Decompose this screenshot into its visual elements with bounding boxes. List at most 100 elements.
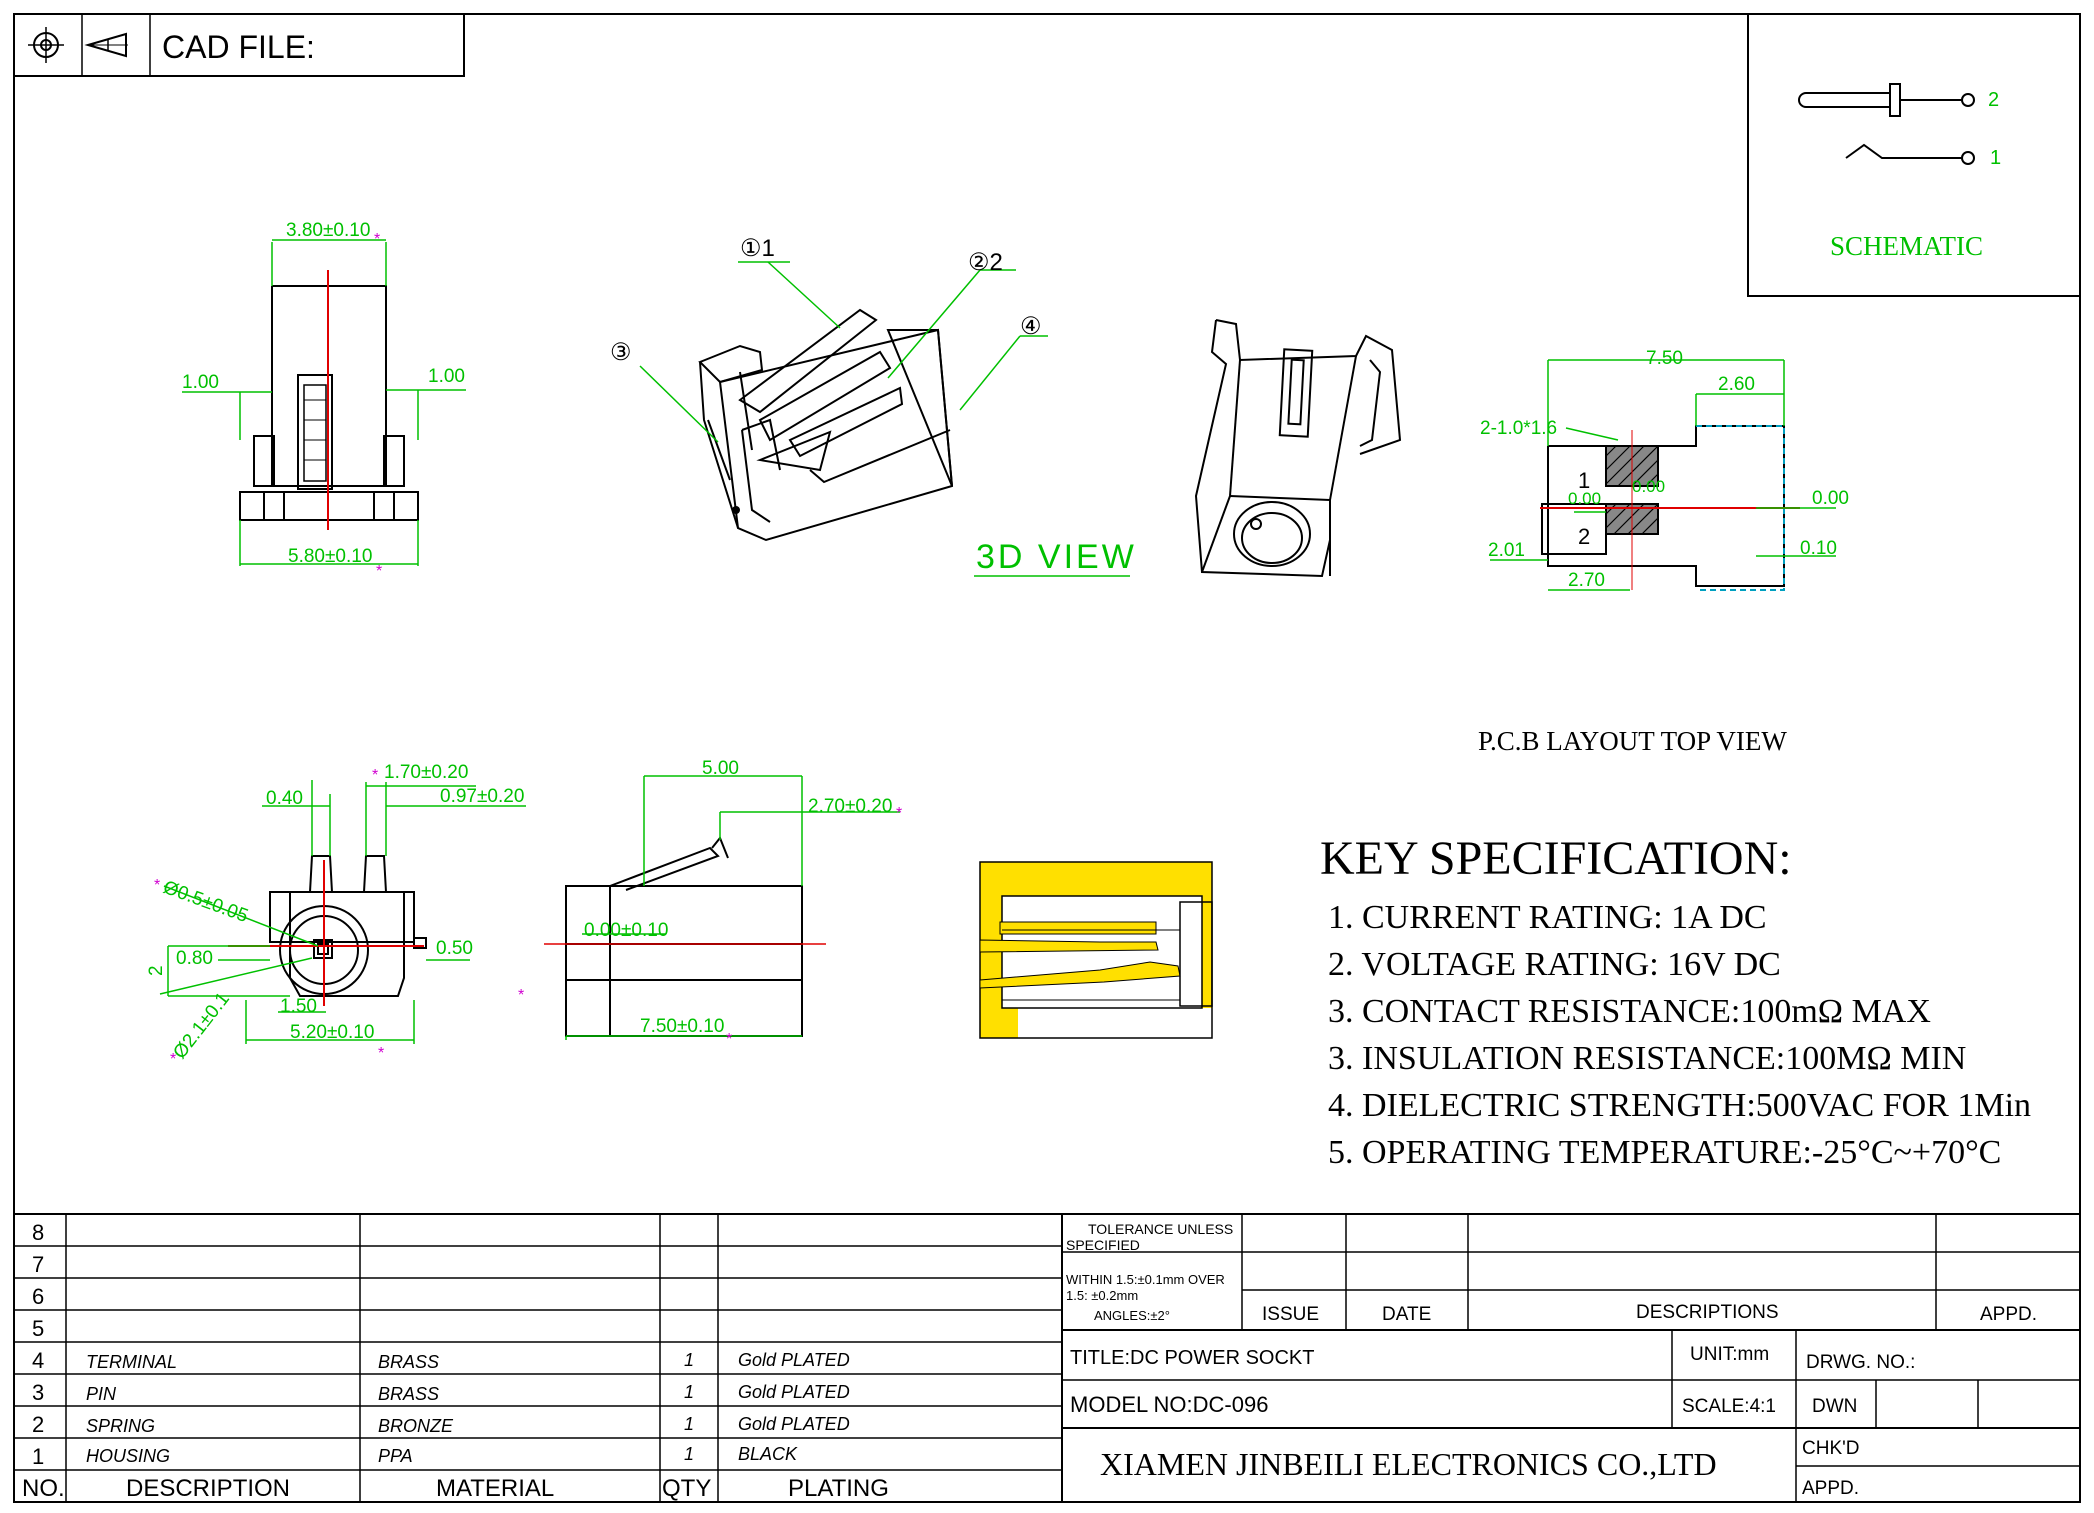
pcb-layout-title: P.C.B LAYOUT TOP VIEW [1478, 726, 1787, 756]
tolerance-line-5: ANGLES:±2° [1094, 1308, 1170, 1323]
marker: * [376, 563, 382, 580]
dim-side-750: 7.50±0.10 [640, 1016, 724, 1037]
pcb-layout: 7.50 2.60 2-1.0*1.6 1 2 0.00 0.00 0.00 2… [1478, 348, 1849, 756]
dim-end-040: 0.40 [266, 788, 303, 809]
marker: * [726, 1031, 732, 1048]
schematic-title: SCHEMATIC [1830, 231, 1983, 261]
tolerance-line-3: WITHIN 1.5:±0.1mm OVER [1066, 1272, 1225, 1287]
dim-pcb-origin-a: 0.00 [1632, 477, 1665, 496]
dim-front-left: 1.00 [182, 372, 219, 393]
schematic-symbol [1798, 83, 1975, 165]
dim-pcb-010: 0.10 [1800, 538, 1837, 559]
dim-front-base: 5.80±0.10 [288, 546, 372, 567]
bom-plating: BLACK [738, 1444, 798, 1464]
dim-end-phi21: Ø2.1±0.1 [169, 989, 234, 1063]
section-view [979, 861, 1213, 1039]
dim-pcb-length: 7.50 [1646, 348, 1683, 369]
dim-front-right: 1.00 [428, 366, 465, 387]
view-3d-label: 3D VIEW [976, 538, 1137, 576]
rev-date: DATE [1382, 1304, 1431, 1325]
marker: * [518, 987, 524, 1004]
schematic-pin-2: 2 [1988, 89, 1999, 111]
tolerance-line-4: 1.5: ±0.2mm [1066, 1288, 1138, 1303]
bom-description: HOUSING [86, 1446, 170, 1466]
dim-front-width: 3.80±0.10 [286, 220, 370, 241]
bom-no: 6 [32, 1284, 44, 1309]
end-view [269, 855, 427, 997]
dim-side-500: 5.00 [702, 758, 739, 779]
bom-no: 4 [32, 1348, 44, 1373]
rev-descriptions: DESCRIPTIONS [1636, 1302, 1779, 1323]
bom-rows: 8 7 6 5 4 3 2 1 [32, 1220, 44, 1469]
bom-plating: Gold PLATED [738, 1350, 850, 1370]
bom-material: BRASS [378, 1384, 439, 1404]
dim-pcb-step: 2.60 [1718, 374, 1755, 395]
bom-table [14, 1213, 2080, 1502]
marker: * [378, 1045, 384, 1062]
pcb-pin-1: 1 [1578, 468, 1590, 493]
bom-description: PIN [86, 1384, 117, 1404]
bom-material: BRONZE [378, 1416, 454, 1436]
bom-header-plating: PLATING [788, 1475, 889, 1502]
bom-no: 7 [32, 1252, 44, 1277]
company-name: XIAMEN JINBEILI ELECTRONICS CO.,LTD [1100, 1446, 1717, 1482]
drawing-number-label: DRWG. NO.: [1806, 1352, 1915, 1373]
spec-item-1: 1. CURRENT RATING: 1A DC [1328, 899, 1767, 936]
marker: * [896, 805, 902, 822]
bom-material: BRASS [378, 1352, 439, 1372]
rev-issue: ISSUE [1262, 1304, 1319, 1325]
spec-item-6: 5. OPERATING TEMPERATURE:-25°C~+70°C [1328, 1134, 2001, 1171]
spec-item-3: 3. CONTACT RESISTANCE:100mΩ MAX [1328, 993, 1931, 1030]
bom-header: NO. DESCRIPTION MATERIAL QTY PLATING [22, 1475, 889, 1502]
bom-qty: 1 [684, 1444, 694, 1464]
bom-no: 1 [32, 1444, 44, 1469]
bom-header-material: MATERIAL [436, 1475, 554, 1502]
dim-side-000: 0.00±0.10 [584, 920, 668, 941]
dim-end-520: 5.20±0.10 [290, 1022, 374, 1043]
drawing-model: MODEL NO:DC-096 [1070, 1392, 1268, 1417]
bom-no: 5 [32, 1316, 44, 1341]
bom-header-qty: QTY [662, 1475, 711, 1502]
end-view-dims [159, 780, 526, 1044]
dim-side-270: 2.70±0.20 [808, 796, 892, 817]
callout-2: ②2 [968, 249, 1003, 276]
bom-cells: TERMINAL BRASS 1 Gold PLATED PIN BRASS 1… [86, 1350, 850, 1466]
spec-item-2: 2. VOLTAGE RATING: 16V DC [1328, 946, 1781, 983]
callout-4: ④ [1020, 313, 1042, 340]
bom-header-description: DESCRIPTION [126, 1475, 290, 1502]
bom-plating: Gold PLATED [738, 1414, 850, 1434]
bom-description: TERMINAL [86, 1352, 177, 1372]
drawing-title: TITLE:DC POWER SOCKT [1070, 1347, 1314, 1369]
bom-material: PPA [378, 1446, 413, 1466]
dim-end-150: 1.50 [280, 996, 317, 1017]
view-3d-assembled [1194, 319, 1402, 578]
checked-by-label: CHK'D [1802, 1438, 1859, 1459]
bom-qty: 1 [684, 1382, 694, 1402]
side-view-dims [565, 775, 900, 1040]
title-block-grid [1062, 1214, 2080, 1502]
bom-no: 8 [32, 1220, 44, 1245]
cad-file-header: CAD FILE: [13, 13, 465, 77]
dim-pcb-holes: 2-1.0*1.6 [1480, 418, 1557, 439]
dim-end-2: 2 [146, 965, 167, 976]
tolerance-line-2: SPECIFIED [1066, 1237, 1140, 1253]
sheet-border [13, 13, 2081, 1503]
cad-file-label: CAD FILE: [162, 29, 315, 65]
dim-pcb-origin-c: 0.00 [1812, 488, 1849, 509]
front-view: 3.80±0.10 1.00 1.00 5.80±0.10 * * [182, 220, 466, 580]
dim-end-097: 0.97±0.20 [440, 786, 524, 807]
bom-qty: 1 [684, 1350, 694, 1370]
dim-end-050: 0.50 [436, 938, 473, 959]
drawn-by-label: DWN [1812, 1396, 1857, 1417]
dim-pcb-origin-b: 0.00 [1568, 489, 1601, 508]
drawing-scale: SCALE:4:1 [1682, 1396, 1776, 1417]
dim-end-170: 1.70±0.20 [384, 762, 468, 783]
view-3d-exploded [698, 308, 954, 542]
dim-end-phi05: Ø0.5±0.05 [160, 877, 250, 927]
schematic-pin-1: 1 [1990, 147, 2001, 169]
dim-pcb-201: 2.01 [1488, 540, 1525, 561]
projection-crosshair-icon [28, 27, 64, 63]
bom-plating: Gold PLATED [738, 1382, 850, 1402]
drawing-unit: UNIT:mm [1690, 1344, 1769, 1365]
